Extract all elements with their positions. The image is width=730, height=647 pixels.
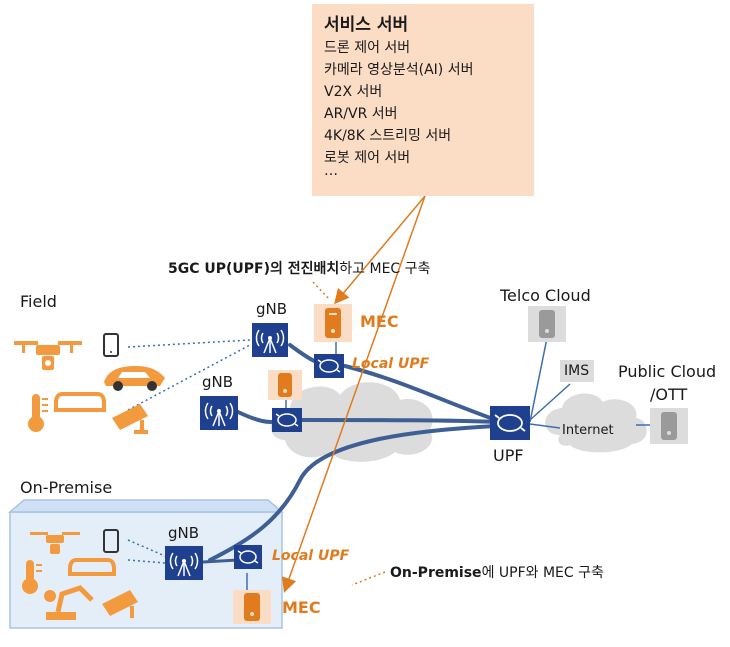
- gnb-top-label: gNB: [256, 300, 288, 318]
- service-item: V2X 서버: [324, 84, 383, 100]
- internet-cloud: [545, 393, 647, 453]
- public-cloud-label: Public Cloud: [618, 362, 717, 381]
- gnb-mid-label: gNB: [202, 373, 234, 391]
- link-upf-ims: [529, 383, 571, 421]
- callout-mec-top: [312, 281, 331, 301]
- telco-cloud-server-icon: [528, 306, 566, 342]
- service-item: 카메라 영상분석(AI) 서버: [324, 62, 474, 78]
- smartphone-icon: [103, 333, 119, 357]
- arrow-service-to-mec-bottom: [281, 195, 426, 593]
- field-label: Field: [20, 292, 57, 311]
- ims-label: IMS: [564, 363, 590, 379]
- cctv-camera-icon: [112, 404, 148, 434]
- upf-deploy-note: 5GC UP(UPF)의 전진배치하고 MEC 구축: [168, 258, 430, 278]
- vr-goggles-icon: [54, 392, 106, 412]
- local-upf-bottom-label: Local UPF: [272, 548, 350, 564]
- link-upf-telco: [529, 337, 548, 423]
- service-server-box: [312, 4, 534, 196]
- wireless-link-phone: [127, 339, 251, 348]
- onprem-vr-goggles-icon: [68, 558, 116, 576]
- local-upf-top-router-icon: [314, 354, 344, 378]
- upf-deploy-note-bold: 5GC UP(UPF)의 전진배치: [168, 261, 340, 277]
- gnb-mid-icon: [200, 396, 238, 430]
- local-upf-bottom-router-icon: [234, 545, 262, 569]
- onprem-note: On-Premise에 UPF와 MEC 구축: [390, 562, 604, 582]
- mec-top-label: MEC: [360, 312, 399, 331]
- callout-onprem: [351, 571, 386, 586]
- on-premise-box: [7, 499, 285, 629]
- service-item: 드론 제어 서버: [324, 40, 411, 56]
- mec-mid-server-icon: [268, 370, 302, 400]
- onprem-cctv-camera-icon: [102, 590, 138, 618]
- onprem-note-rest: 에 UPF와 MEC 구축: [481, 565, 604, 581]
- upf-deploy-note-rest: 하고 MEC 구축: [339, 261, 431, 277]
- internet-label: Internet: [562, 423, 614, 438]
- telco-cloud-label: Telco Cloud: [500, 286, 591, 305]
- drone-icon: [14, 341, 82, 370]
- upf-label: UPF: [493, 446, 524, 465]
- service-item: AR/VR 서버: [324, 106, 398, 122]
- public-cloud-server-icon: [650, 408, 688, 444]
- link-router-upf: [298, 418, 498, 424]
- mec-bottom-label: MEC: [282, 598, 321, 617]
- robot-arm-icon: [44, 585, 94, 620]
- car-icon: [104, 366, 165, 391]
- mec-top-server-icon: [314, 304, 352, 342]
- gnb-onprem-label: gNB: [168, 524, 200, 542]
- onprem-smartphone-icon: [103, 529, 119, 553]
- mec-bottom-server-icon: [233, 590, 271, 624]
- ims-box: [560, 360, 594, 382]
- upf-central-router-icon: [490, 406, 530, 440]
- wireless-link-onprem-phone: [127, 539, 166, 557]
- arrow-service-to-mec-top: [334, 195, 426, 305]
- public-cloud-ott-label: /OTT: [650, 385, 688, 404]
- service-item: …: [324, 163, 338, 179]
- link-onprem-upf: [208, 424, 498, 562]
- local-upf-top-label: Local UPF: [352, 356, 430, 372]
- router-mid-icon: [272, 408, 302, 432]
- service-server-title: 서비스 서버: [324, 15, 409, 35]
- onprem-drone-icon: [30, 532, 80, 554]
- wireless-link-onprem: [127, 559, 166, 564]
- on-premise-label: On-Premise: [20, 478, 113, 497]
- service-item: 로봇 제어 서버: [324, 150, 411, 166]
- wireless-link-camera: [127, 344, 251, 411]
- onprem-note-bold: On-Premise: [390, 565, 482, 581]
- onprem-thermometer-icon: [22, 560, 42, 594]
- gnb-top-icon: [252, 323, 288, 357]
- gnb-onprem-icon: [165, 546, 203, 580]
- link-upf-internet: [529, 423, 561, 429]
- service-item: 4K/8K 스트리밍 서버: [324, 128, 452, 144]
- link-onprem-gnb-upf: [201, 558, 240, 564]
- thermometer-icon: [28, 394, 48, 432]
